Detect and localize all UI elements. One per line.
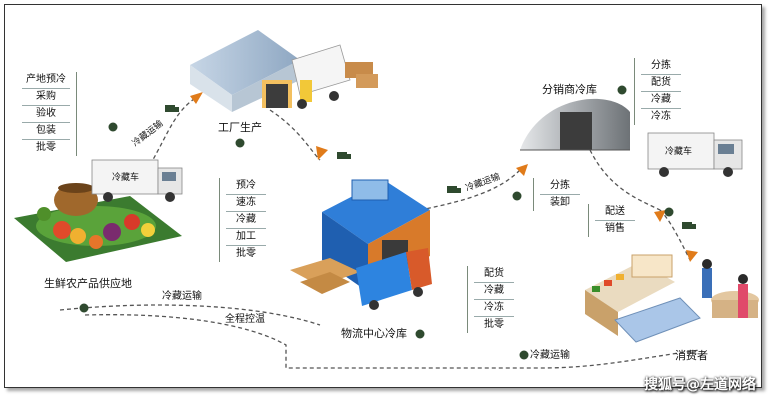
list-item: 冷冻 (474, 300, 514, 317)
list-item: 包装 (22, 123, 70, 140)
logistics-step-list: 配货 冷藏 冷冻 批零 (467, 266, 514, 333)
right-reefer-truck (647, 132, 743, 177)
left-reefer-truck (91, 159, 183, 202)
watermark: 搜狐号@左道网络 (644, 377, 756, 393)
distributor-warehouse-illustration (520, 98, 630, 151)
list-item: 冷藏 (641, 92, 681, 109)
list-item: 预冷 (226, 178, 266, 195)
temperature-control-label: 全程控温 (225, 314, 265, 325)
list-item: 采购 (22, 89, 70, 106)
route-label-to-consumer: 冷藏运输 (530, 350, 570, 361)
consumer-side-step-list: 配送 销售 (588, 204, 635, 237)
list-item: 速冻 (226, 195, 266, 212)
distributor-label: 分销商冷库 (542, 83, 597, 96)
left-truck-text: 冷藏车 (112, 173, 140, 183)
consumer-label: 消费者 (675, 349, 708, 362)
farm-step-list: 产地预冷 采购 验收 包装 批零 (22, 72, 77, 156)
list-item: 配送 (595, 204, 635, 221)
list-item: 批零 (36, 142, 56, 153)
list-item: 冷冻 (651, 111, 671, 122)
list-item: 冷藏 (474, 283, 514, 300)
list-item: 产地预冷 (22, 72, 70, 89)
list-item: 配货 (641, 75, 681, 92)
list-item: 装卸 (550, 197, 570, 208)
farm-produce-illustration (14, 183, 182, 262)
list-item: 分拣 (641, 58, 681, 75)
factory-illustration (190, 30, 378, 112)
list-item: 销售 (605, 223, 625, 234)
list-item: 分拣 (540, 178, 580, 195)
right-truck-text: 冷藏车 (665, 147, 693, 157)
route-label-farm-logistics: 冷藏运输 (162, 291, 202, 302)
flow-arrows (190, 92, 698, 262)
list-item: 配货 (474, 266, 514, 283)
list-item: 加工 (226, 229, 266, 246)
list-item: 批零 (236, 248, 256, 259)
list-item: 验收 (22, 106, 70, 123)
mid-step-list: 分拣 装卸 (533, 178, 580, 211)
connector-dots (79, 85, 674, 360)
logistics-center-label: 物流中心冷库 (341, 327, 407, 340)
consumer-store-illustration (585, 254, 759, 343)
factory-step-list: 预冷 速冻 冷藏 加工 批零 (219, 178, 266, 262)
mini-truck-icons (165, 105, 696, 229)
logistics-reefer-truck (356, 248, 432, 310)
farm-label: 生鲜农产品供应地 (44, 277, 132, 290)
list-item: 批零 (484, 319, 504, 330)
distributor-step-list: 分拣 配货 冷藏 冷冻 (634, 58, 681, 125)
list-item: 冷藏 (226, 212, 266, 229)
factory-label: 工厂生产 (218, 121, 262, 134)
